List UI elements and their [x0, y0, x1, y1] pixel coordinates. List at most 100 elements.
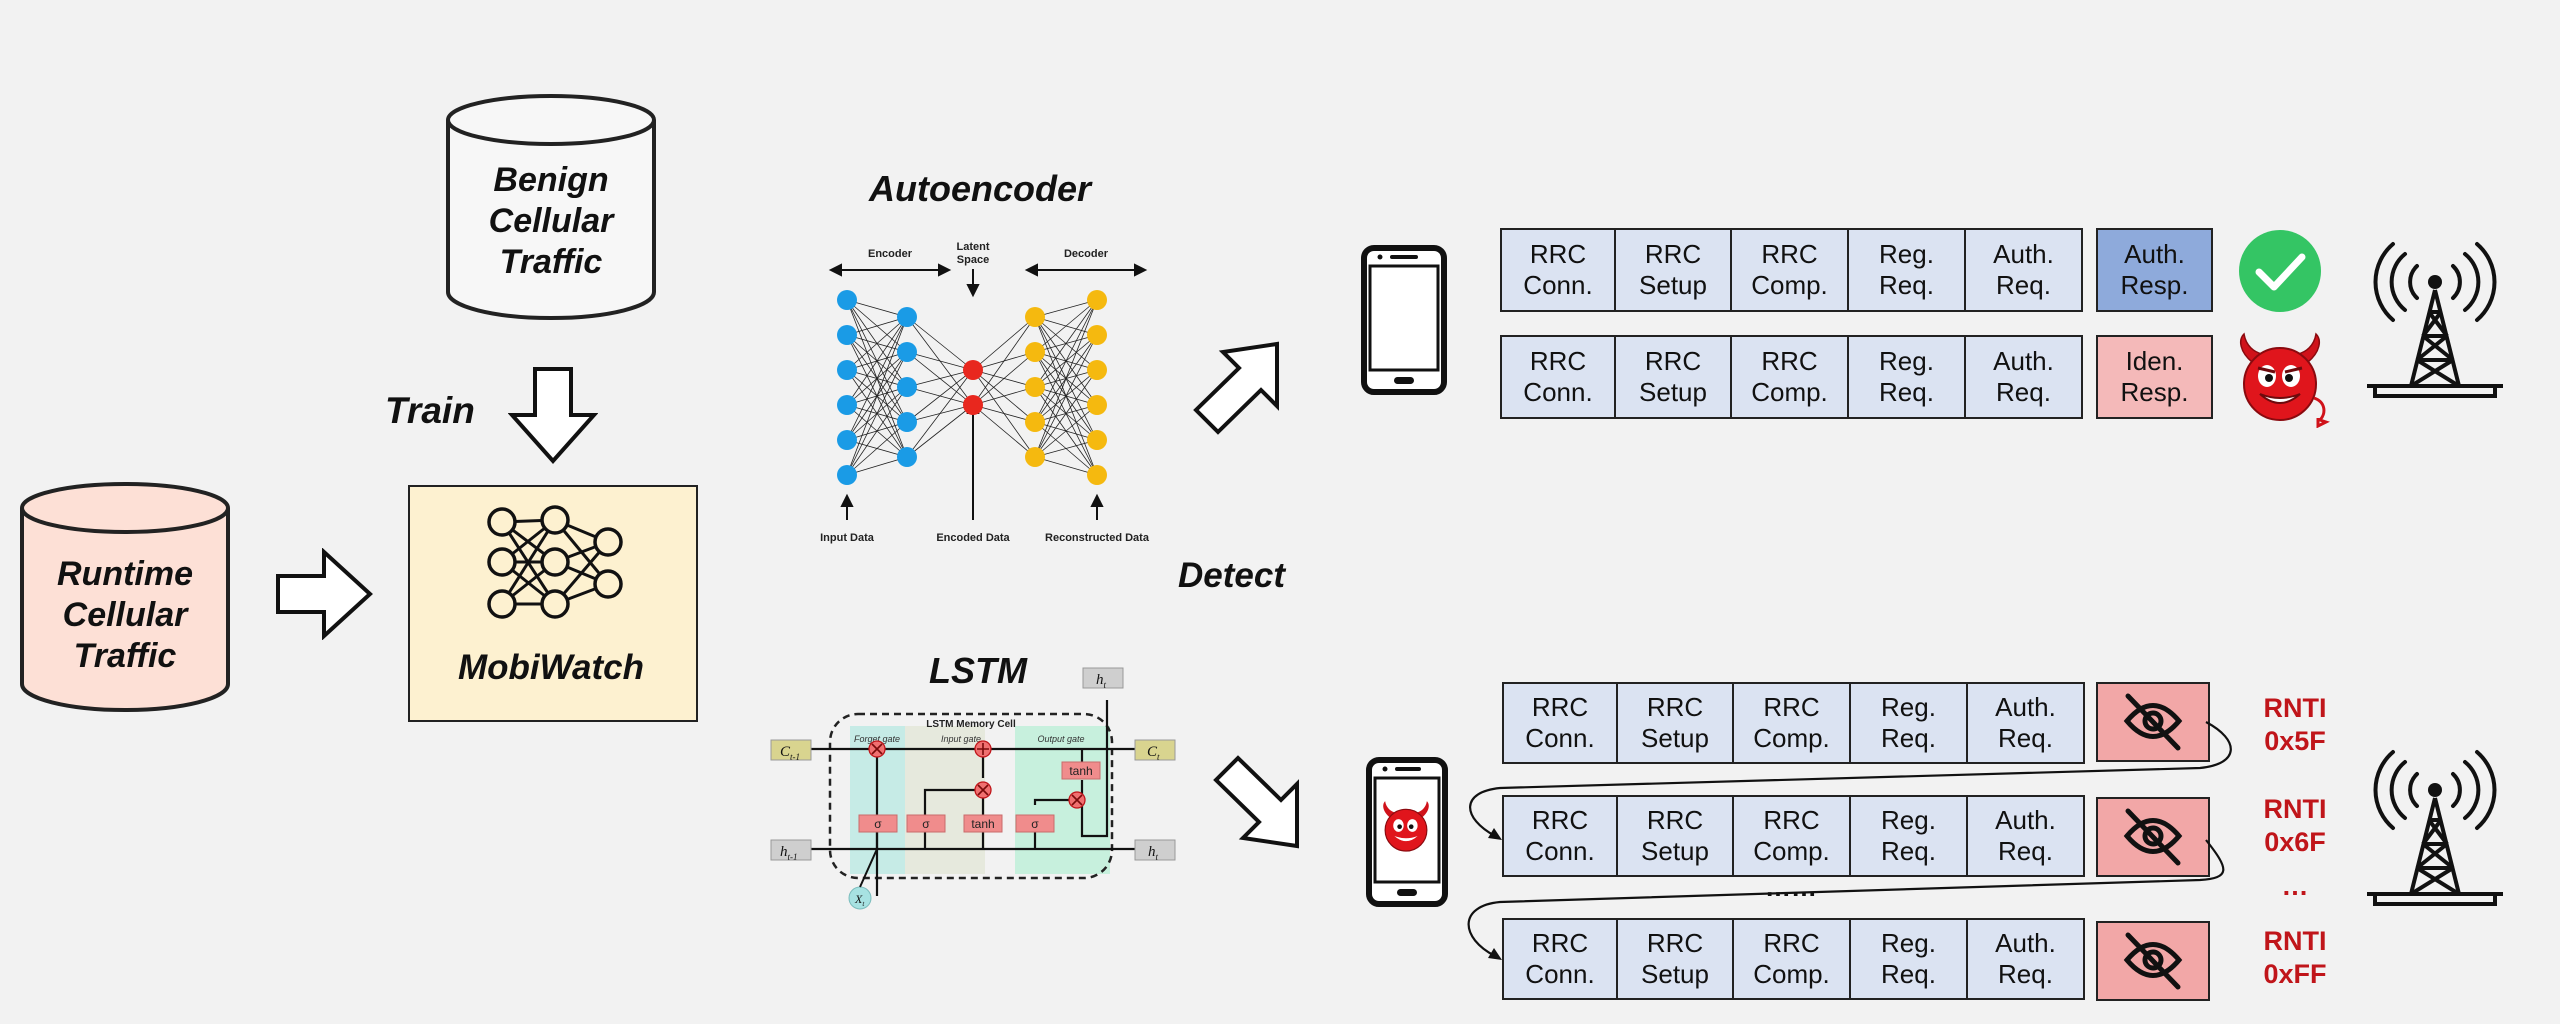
ae-node [1025, 412, 1045, 432]
mobiwatch-label: MobiWatch [457, 648, 644, 687]
msg-reg-req: Reg.Req. [1851, 918, 1968, 1000]
encoded-data-label: Encoded Data [936, 532, 1010, 544]
eye-slash-icon [2123, 808, 2183, 866]
h-top-label: ht [1096, 672, 1107, 690]
attacker-smartphone-icon [1366, 757, 1448, 907]
msg-reg-req: Reg.Req. [1849, 335, 1966, 419]
input-arrow-icon [276, 548, 373, 640]
ae-node [837, 290, 857, 310]
forget-sigma-label: σ [874, 817, 882, 831]
cell-tower-icon [2367, 750, 2503, 906]
ae-node [1087, 395, 1107, 415]
msg-auth-req: Auth.Req. [1968, 795, 2085, 877]
ae-node [897, 447, 917, 467]
train-arrow-icon [508, 367, 598, 465]
ae-node [963, 360, 983, 380]
input-data-label: Input Data [820, 532, 875, 544]
reconstructed-data-label: Reconstructed Data [1045, 532, 1150, 544]
ae-node [837, 465, 857, 485]
lstm-memory-cell-label: LSTM Memory Cell [926, 719, 1016, 730]
train-label: Train [385, 390, 475, 431]
ae-node [837, 395, 857, 415]
lstm-diagram: LSTM Memory Cell Forget gate Input gate … [770, 667, 1176, 910]
cell-tower-icon [2367, 242, 2503, 398]
ae-node [837, 360, 857, 380]
msg-reg-req: Reg.Req. [1851, 682, 1968, 764]
forget-gate-label: Forget gate [854, 734, 900, 744]
msg-auth-resp: Auth.Resp. [2096, 228, 2213, 312]
c-prev-label: Ct-1 [780, 744, 800, 762]
devil-icon [2239, 332, 2330, 428]
output-gate-label: Output gate [1037, 734, 1084, 744]
ae-node [1087, 325, 1107, 345]
decoder-label: Decoder [1064, 248, 1109, 260]
benign-traffic-database-icon [446, 94, 656, 320]
ae-node [1087, 465, 1107, 485]
msg-reg-req: Reg.Req. [1849, 228, 1966, 312]
smartphone-icon [1361, 245, 1447, 395]
msg-auth-req: Auth.Req. [1968, 682, 2085, 764]
ae-node [897, 377, 917, 397]
msg-auth-req: Auth.Req. [1966, 335, 2083, 419]
latent-label-2: Space [957, 254, 989, 266]
msg-reg-req: Reg.Req. [1851, 795, 1968, 877]
ae-node [963, 395, 983, 415]
ae-node [837, 430, 857, 450]
eye-slash-icon [2123, 693, 2183, 751]
input-tanh-label: tanh [971, 817, 994, 831]
check-icon [2239, 230, 2321, 312]
detect-arrow-up-icon [1193, 341, 1279, 435]
latent-label-1: Latent [957, 241, 990, 253]
ae-node [837, 325, 857, 345]
autoencoder-title: Autoencoder [868, 168, 1091, 209]
input-sigma-label: σ [922, 817, 930, 831]
runtime-traffic-database-icon [20, 482, 230, 712]
ae-node [1087, 290, 1107, 310]
ae-node [897, 342, 917, 362]
x-input-label: Xt [854, 892, 865, 908]
sequence-ellipsis: …… [1765, 872, 1817, 902]
ae-node [1025, 447, 1045, 467]
h-next-label: ht [1148, 844, 1159, 862]
input-gate-label: Input gate [941, 734, 981, 744]
ae-node [1025, 307, 1045, 327]
autoencoder-diagram: Encoder Latent Space Decoder Input Data … [820, 241, 1150, 544]
ae-node [1025, 377, 1045, 397]
msg-iden-resp: Iden.Resp. [2096, 335, 2213, 419]
lstm-title: LSTM [929, 650, 1027, 691]
eye-slash-icon [2123, 932, 2183, 990]
ae-node [1087, 430, 1107, 450]
h-prev-label: ht-1 [780, 844, 798, 862]
ae-node [1025, 342, 1045, 362]
encoder-label: Encoder [868, 248, 913, 260]
ae-node [1087, 360, 1107, 380]
output-tanh-label: tanh [1069, 764, 1092, 778]
c-next-label: Ct [1147, 744, 1160, 762]
sequence-connectors [1467, 721, 2232, 960]
neural-network-icon [487, 505, 623, 619]
detect-label: Detect [1178, 556, 1285, 595]
detect-arrow-down-icon [1213, 755, 1299, 849]
